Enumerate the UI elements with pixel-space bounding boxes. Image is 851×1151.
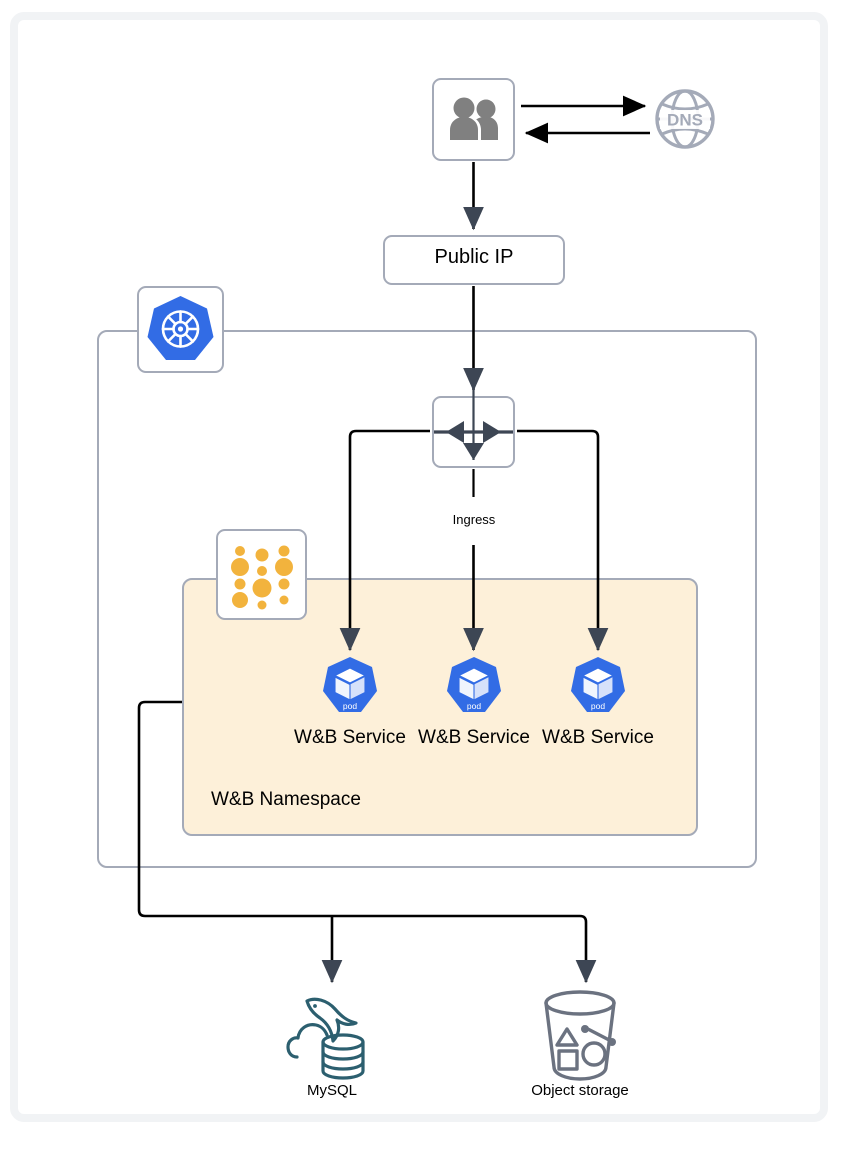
public-ip-node [383, 235, 565, 285]
service-label-3: W&B Service [542, 727, 654, 748]
ingress-node [432, 388, 515, 468]
outer-frame [10, 12, 828, 1122]
kubernetes-pod-icon: pod [447, 657, 501, 712]
dns-globe-icon: DNS [655, 89, 715, 149]
dns-node: DNS [652, 86, 718, 152]
object-storage-bucket-icon [544, 990, 616, 1081]
pod-badge-label: pod [591, 701, 605, 711]
service-pod-2: pod [439, 655, 509, 719]
public-ip-label: Public IP [434, 246, 514, 268]
kubernetes-pod-icon: pod [571, 657, 625, 712]
service-label-2: W&B Service [418, 727, 530, 748]
pod-badge-label: pod [343, 701, 357, 711]
ingress-arrows-icon [434, 388, 513, 460]
object-storage-node [530, 985, 630, 1085]
namespace-badge [216, 529, 307, 620]
service-pod-1: pod [315, 655, 385, 719]
kubernetes-cluster-badge [137, 286, 224, 373]
service-pod-3: pod [563, 655, 633, 719]
mysql-label: MySQL [306, 1082, 357, 1099]
namespace-label: W&B Namespace [211, 789, 361, 810]
ingress-label: Ingress [452, 512, 496, 527]
kubernetes-pod-icon: pod [323, 657, 377, 712]
mysql-node [285, 985, 385, 1085]
users-icon [450, 97, 498, 140]
dns-label: DNS [667, 111, 703, 130]
pod-badge-label: pod [467, 701, 481, 711]
service-label-1: W&B Service [294, 727, 406, 748]
namespace-dots-icon [231, 545, 293, 610]
users-node [432, 78, 515, 161]
mysql-dolphin-icon [286, 997, 365, 1080]
object-storage-label: Object storage [531, 1082, 629, 1099]
kubernetes-logo-icon [147, 296, 214, 360]
